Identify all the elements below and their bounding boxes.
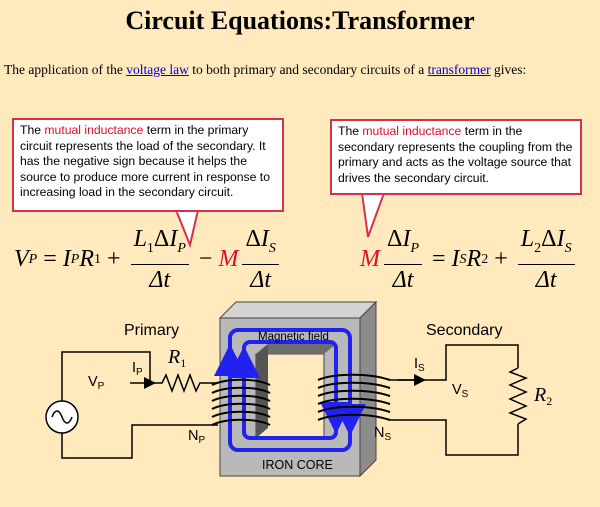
voltage-law-link[interactable]: voltage law [126,62,189,77]
ac-source [45,400,79,434]
ns-label: NS [374,425,392,443]
mutual-inductance-term-primary: ΔIS Δt [242,226,279,293]
primary-circuit [61,351,218,459]
ip-label: IP [132,360,143,378]
callout-left-highlight: mutual inductance [44,123,144,137]
magnetic-field-label: Magnetic field [258,331,329,343]
callout-secondary-mutual-inductance: The mutual inductance term in the second… [330,119,582,195]
secondary-coil [317,373,391,421]
self-inductance-term-secondary: L2ΔIS Δt [517,226,575,293]
vs-label: VS [452,382,469,400]
mutual-inductance-term-secondary: ΔIP Δt [384,226,422,293]
mutual-inductance-m-secondary: M [360,246,380,272]
intro-middle: to both primary and secondary circuits o… [188,62,428,77]
callout-primary-mutual-inductance: The mutual inductance term in the primar… [12,118,284,212]
primary-coil [211,378,271,426]
self-inductance-term-primary: L1ΔIP Δt [130,226,189,293]
np-label: NP [188,428,206,446]
iron-core-label: IRON CORE [262,458,333,472]
r2-label: R2 [534,384,553,408]
callout-right-highlight: mutual inductance [362,124,462,138]
intro-after: gives: [490,62,527,77]
is-label: IS [414,356,425,374]
secondary-label: Secondary [426,322,503,339]
secondary-circuit [390,344,528,456]
r1-label: R1 [168,346,187,370]
primary-label: Primary [124,322,180,339]
intro-before: The application of the [4,62,127,77]
vp-label: VP [88,374,105,392]
intro-text: The application of the voltage law to bo… [4,62,596,78]
transformer-link[interactable]: transformer [427,62,491,77]
mutual-inductance-m-primary: M [218,246,239,272]
page-title: Circuit Equations:Transformer [125,6,475,35]
